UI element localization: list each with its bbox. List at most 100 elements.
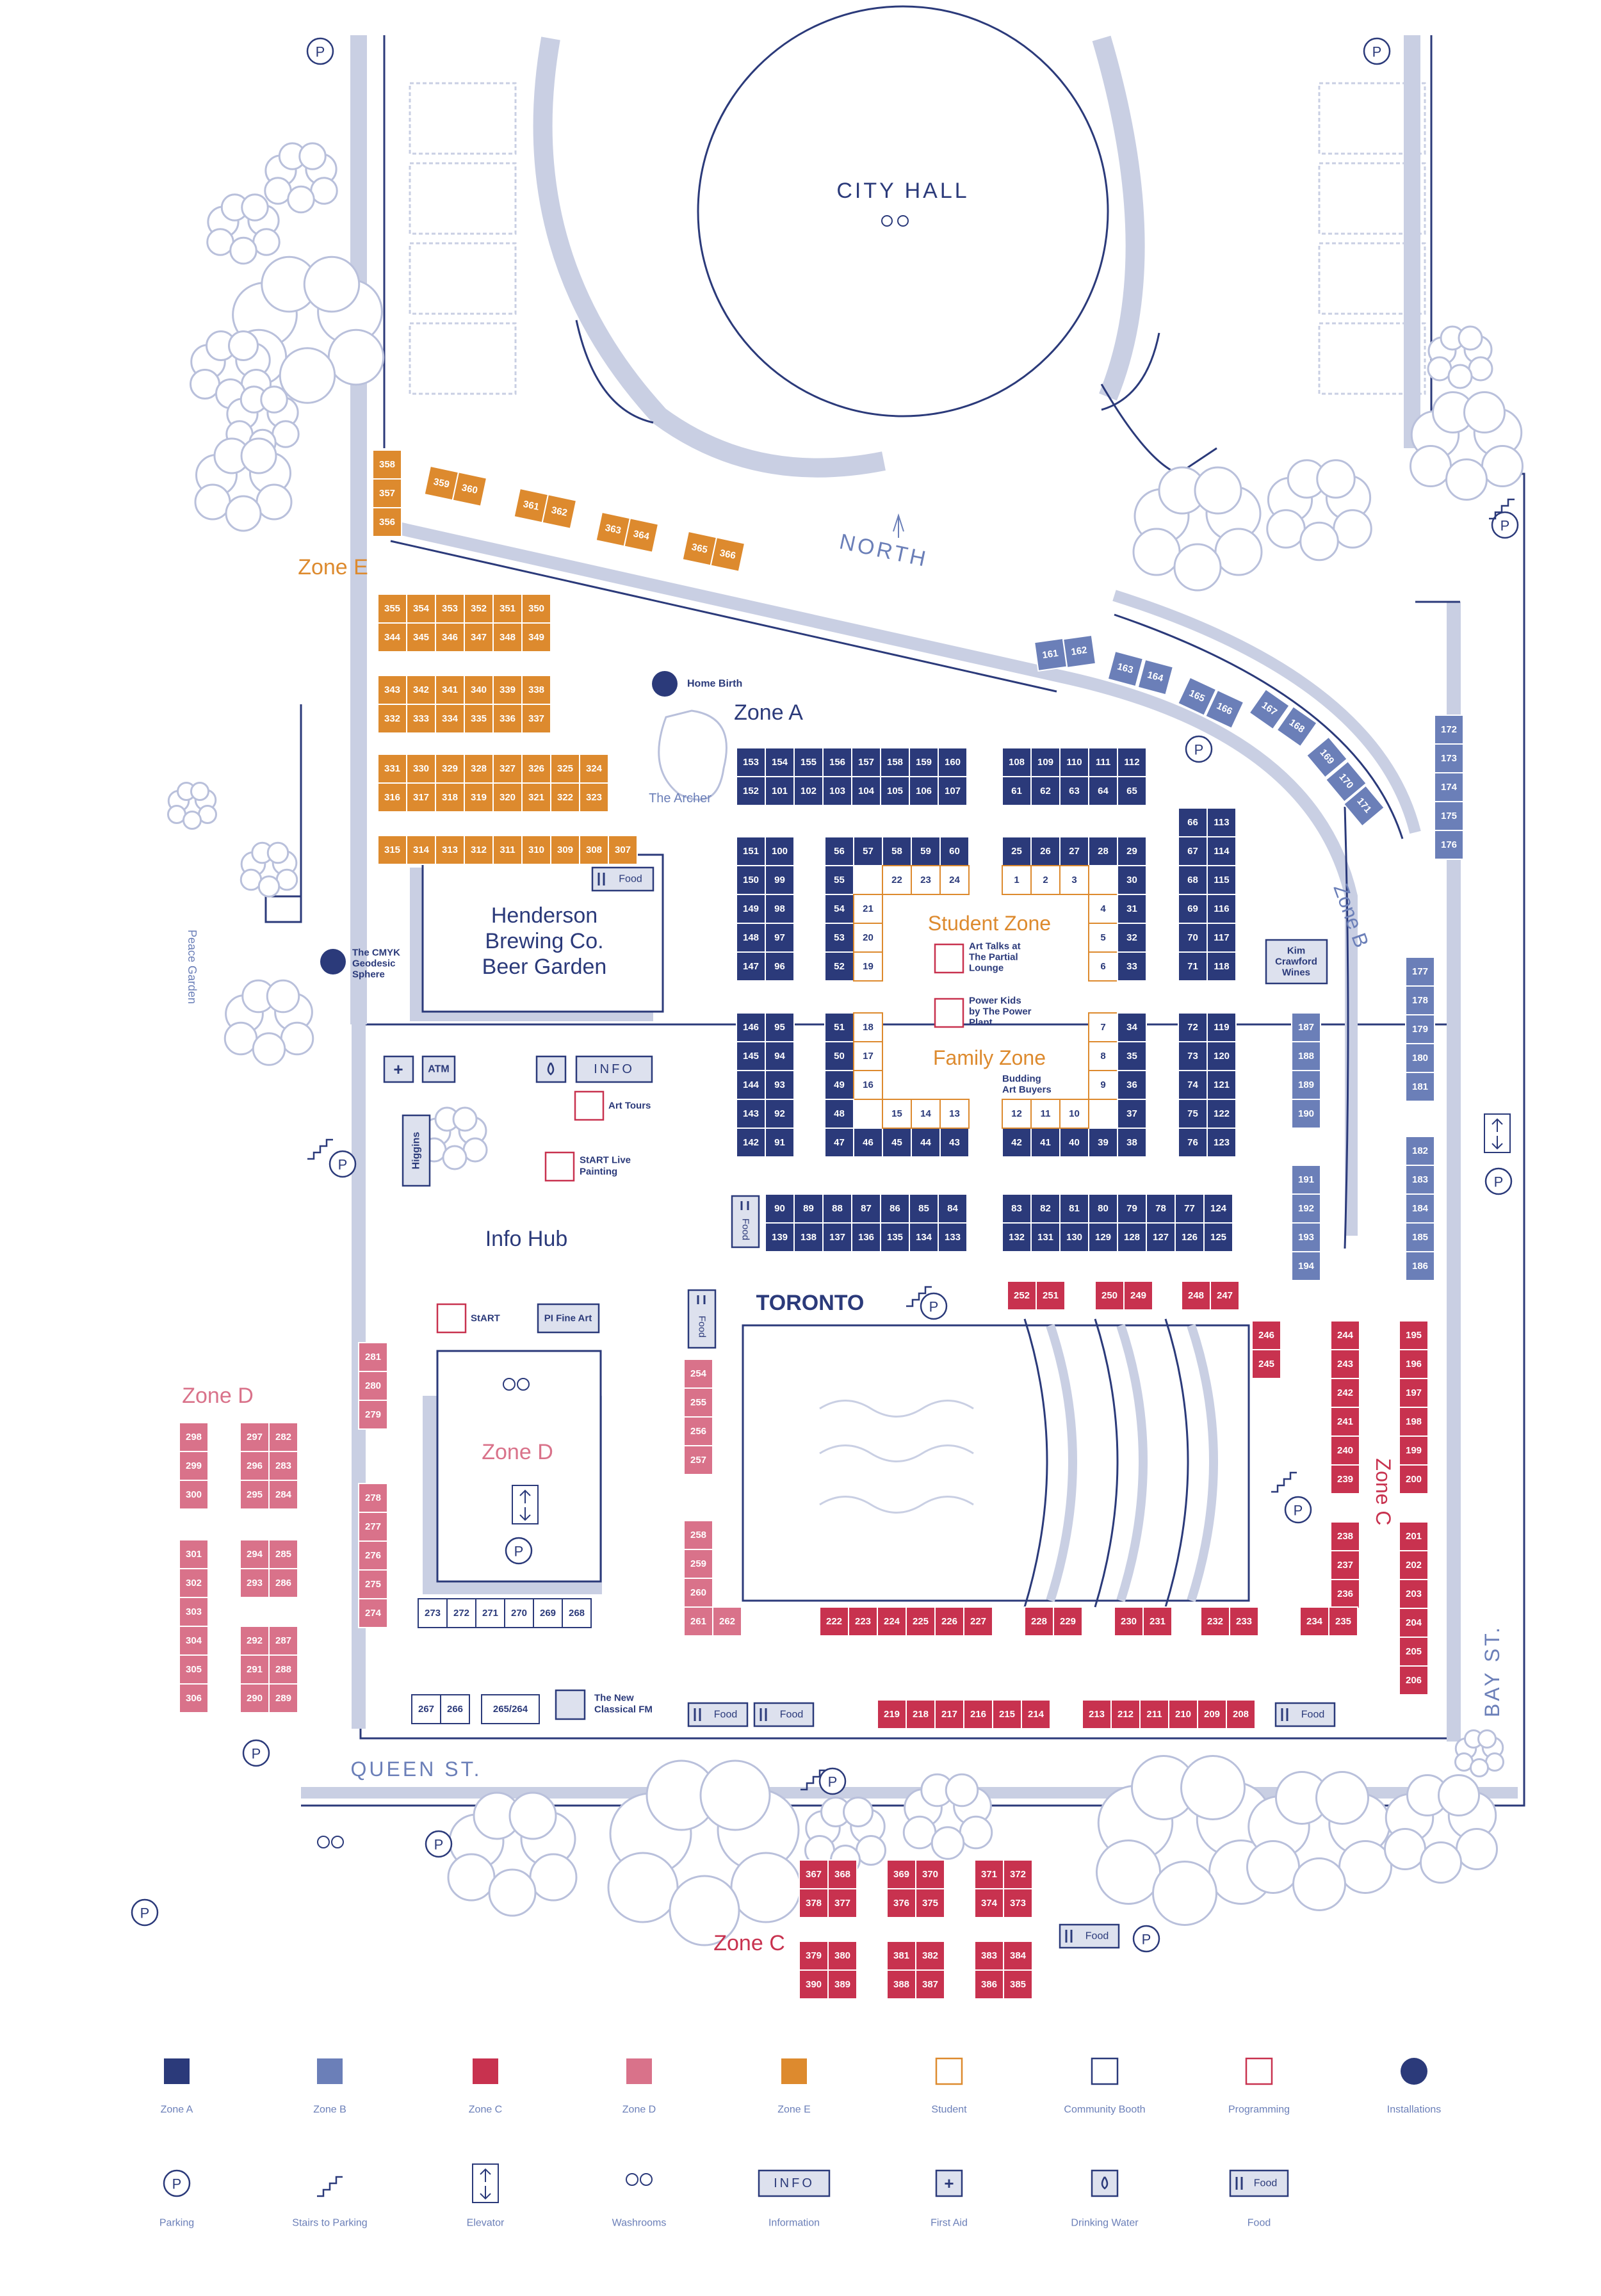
booth[interactable]: 28 xyxy=(1088,836,1118,866)
booth-box[interactable] xyxy=(877,1606,907,1637)
booth[interactable]: 385 xyxy=(1003,1969,1033,2000)
booth[interactable]: 295 xyxy=(240,1480,270,1510)
booth[interactable]: 230 xyxy=(1114,1606,1144,1637)
booth-box[interactable] xyxy=(1291,1099,1321,1129)
booth[interactable]: 270 xyxy=(504,1598,534,1628)
booth[interactable]: 107 xyxy=(938,776,968,806)
booth[interactable]: 127 xyxy=(1146,1222,1176,1252)
booth-box[interactable] xyxy=(179,1683,209,1713)
booth-box[interactable] xyxy=(1207,951,1237,982)
booth-box[interactable] xyxy=(909,1222,939,1252)
booth-box[interactable] xyxy=(1003,1888,1033,1918)
booth[interactable]: 76 xyxy=(1178,1128,1208,1158)
booth[interactable]: 200 xyxy=(1399,1464,1429,1494)
booth-box[interactable] xyxy=(1002,1222,1032,1252)
booth-box[interactable] xyxy=(1024,1606,1054,1637)
booth[interactable]: 297 xyxy=(240,1422,270,1452)
booth[interactable]: 343 xyxy=(377,675,407,705)
booth-box[interactable] xyxy=(938,1222,968,1252)
booth[interactable]: 311 xyxy=(492,835,523,865)
booth-box[interactable] xyxy=(851,747,881,777)
booth-box[interactable] xyxy=(939,836,970,866)
booth[interactable]: 6 xyxy=(1088,951,1118,982)
booth[interactable]: 20 xyxy=(853,923,883,953)
booth[interactable]: 233 xyxy=(1229,1606,1259,1637)
booth-box[interactable] xyxy=(1178,807,1208,837)
booth-box[interactable] xyxy=(1059,776,1089,806)
booth[interactable]: 66 xyxy=(1178,807,1208,837)
booth-box[interactable] xyxy=(179,1597,209,1627)
booth[interactable]: 282 xyxy=(268,1422,298,1452)
booth[interactable]: 152 xyxy=(736,776,766,806)
booth[interactable]: 242 xyxy=(1330,1378,1360,1408)
booth[interactable]: 96 xyxy=(765,951,795,982)
booth[interactable]: 98 xyxy=(765,894,795,924)
booth-box[interactable] xyxy=(915,1941,945,1971)
booth-box[interactable] xyxy=(1291,1012,1321,1042)
booth[interactable]: 78 xyxy=(1146,1193,1176,1224)
booth-box[interactable] xyxy=(1110,1699,1141,1729)
booth[interactable]: 117 xyxy=(1207,923,1237,953)
booth[interactable]: 272 xyxy=(446,1598,476,1628)
booth-box[interactable] xyxy=(1330,1378,1360,1408)
booth[interactable]: 226 xyxy=(934,1606,964,1637)
booth[interactable]: 145 xyxy=(736,1041,766,1071)
parking-icon[interactable]: P xyxy=(425,1830,453,1858)
booth[interactable]: 243 xyxy=(1330,1349,1360,1379)
booth[interactable]: 384 xyxy=(1003,1941,1033,1971)
booth[interactable]: 277 xyxy=(358,1512,388,1542)
booth[interactable]: 262 xyxy=(712,1606,742,1637)
booth[interactable]: 167 xyxy=(1248,688,1290,731)
booth-box[interactable] xyxy=(1330,1579,1360,1609)
booth[interactable]: 173 xyxy=(1434,743,1464,773)
booth-box[interactable] xyxy=(1114,1606,1144,1637)
booth[interactable]: 155 xyxy=(793,747,824,777)
booth[interactable]: 14 xyxy=(911,1099,941,1129)
booth-box[interactable] xyxy=(377,704,407,734)
booth-box[interactable] xyxy=(712,1606,742,1637)
booth[interactable]: 168 xyxy=(1276,705,1318,748)
booth[interactable]: 378 xyxy=(799,1888,829,1918)
booth[interactable]: 325 xyxy=(550,754,580,784)
booth[interactable]: 302 xyxy=(179,1568,209,1598)
booth[interactable]: 251 xyxy=(1036,1281,1066,1311)
booth[interactable]: 211 xyxy=(1139,1699,1169,1729)
booth[interactable]: 268 xyxy=(562,1598,592,1628)
booth[interactable]: 99 xyxy=(765,865,795,895)
booth-box[interactable] xyxy=(1168,1699,1198,1729)
booth[interactable]: 195 xyxy=(1399,1320,1429,1350)
booth-box[interactable] xyxy=(1226,1699,1256,1729)
booth-box[interactable] xyxy=(406,622,436,652)
booth[interactable]: 43 xyxy=(939,1128,970,1158)
booth-box[interactable] xyxy=(1399,1407,1429,1437)
booth[interactable]: 138 xyxy=(793,1222,824,1252)
booth[interactable]: 94 xyxy=(765,1041,795,1071)
booth-box[interactable] xyxy=(1200,1606,1230,1637)
booth-box[interactable] xyxy=(822,776,852,806)
booth-box[interactable] xyxy=(608,835,638,865)
booth[interactable]: 320 xyxy=(492,782,523,812)
booth[interactable]: 315 xyxy=(377,835,407,865)
booth[interactable]: 82 xyxy=(1030,1193,1061,1224)
booth[interactable]: 296 xyxy=(240,1451,270,1481)
booth-box[interactable] xyxy=(1207,865,1237,895)
booth[interactable]: 321 xyxy=(521,782,551,812)
booth[interactable]: 324 xyxy=(579,754,609,784)
booth[interactable]: 42 xyxy=(1002,1128,1032,1158)
booth-box[interactable] xyxy=(1094,1281,1125,1311)
booth[interactable]: 313 xyxy=(435,835,465,865)
booth-box[interactable] xyxy=(880,747,910,777)
booth-box[interactable] xyxy=(418,1598,448,1628)
booth-box[interactable] xyxy=(906,1606,936,1637)
booth[interactable]: 197 xyxy=(1399,1378,1429,1408)
booth[interactable]: 177 xyxy=(1405,957,1435,987)
booth[interactable]: 328 xyxy=(464,754,494,784)
booth-box[interactable] xyxy=(934,1699,964,1729)
booth-box[interactable] xyxy=(1399,1464,1429,1494)
booth[interactable]: 205 xyxy=(1399,1637,1429,1667)
booth[interactable]: 3 xyxy=(1059,865,1089,895)
booth-box[interactable] xyxy=(358,1371,388,1401)
booth-box[interactable] xyxy=(824,951,854,982)
booth-box[interactable] xyxy=(1178,836,1208,866)
booth[interactable]: 161 xyxy=(1034,637,1068,672)
